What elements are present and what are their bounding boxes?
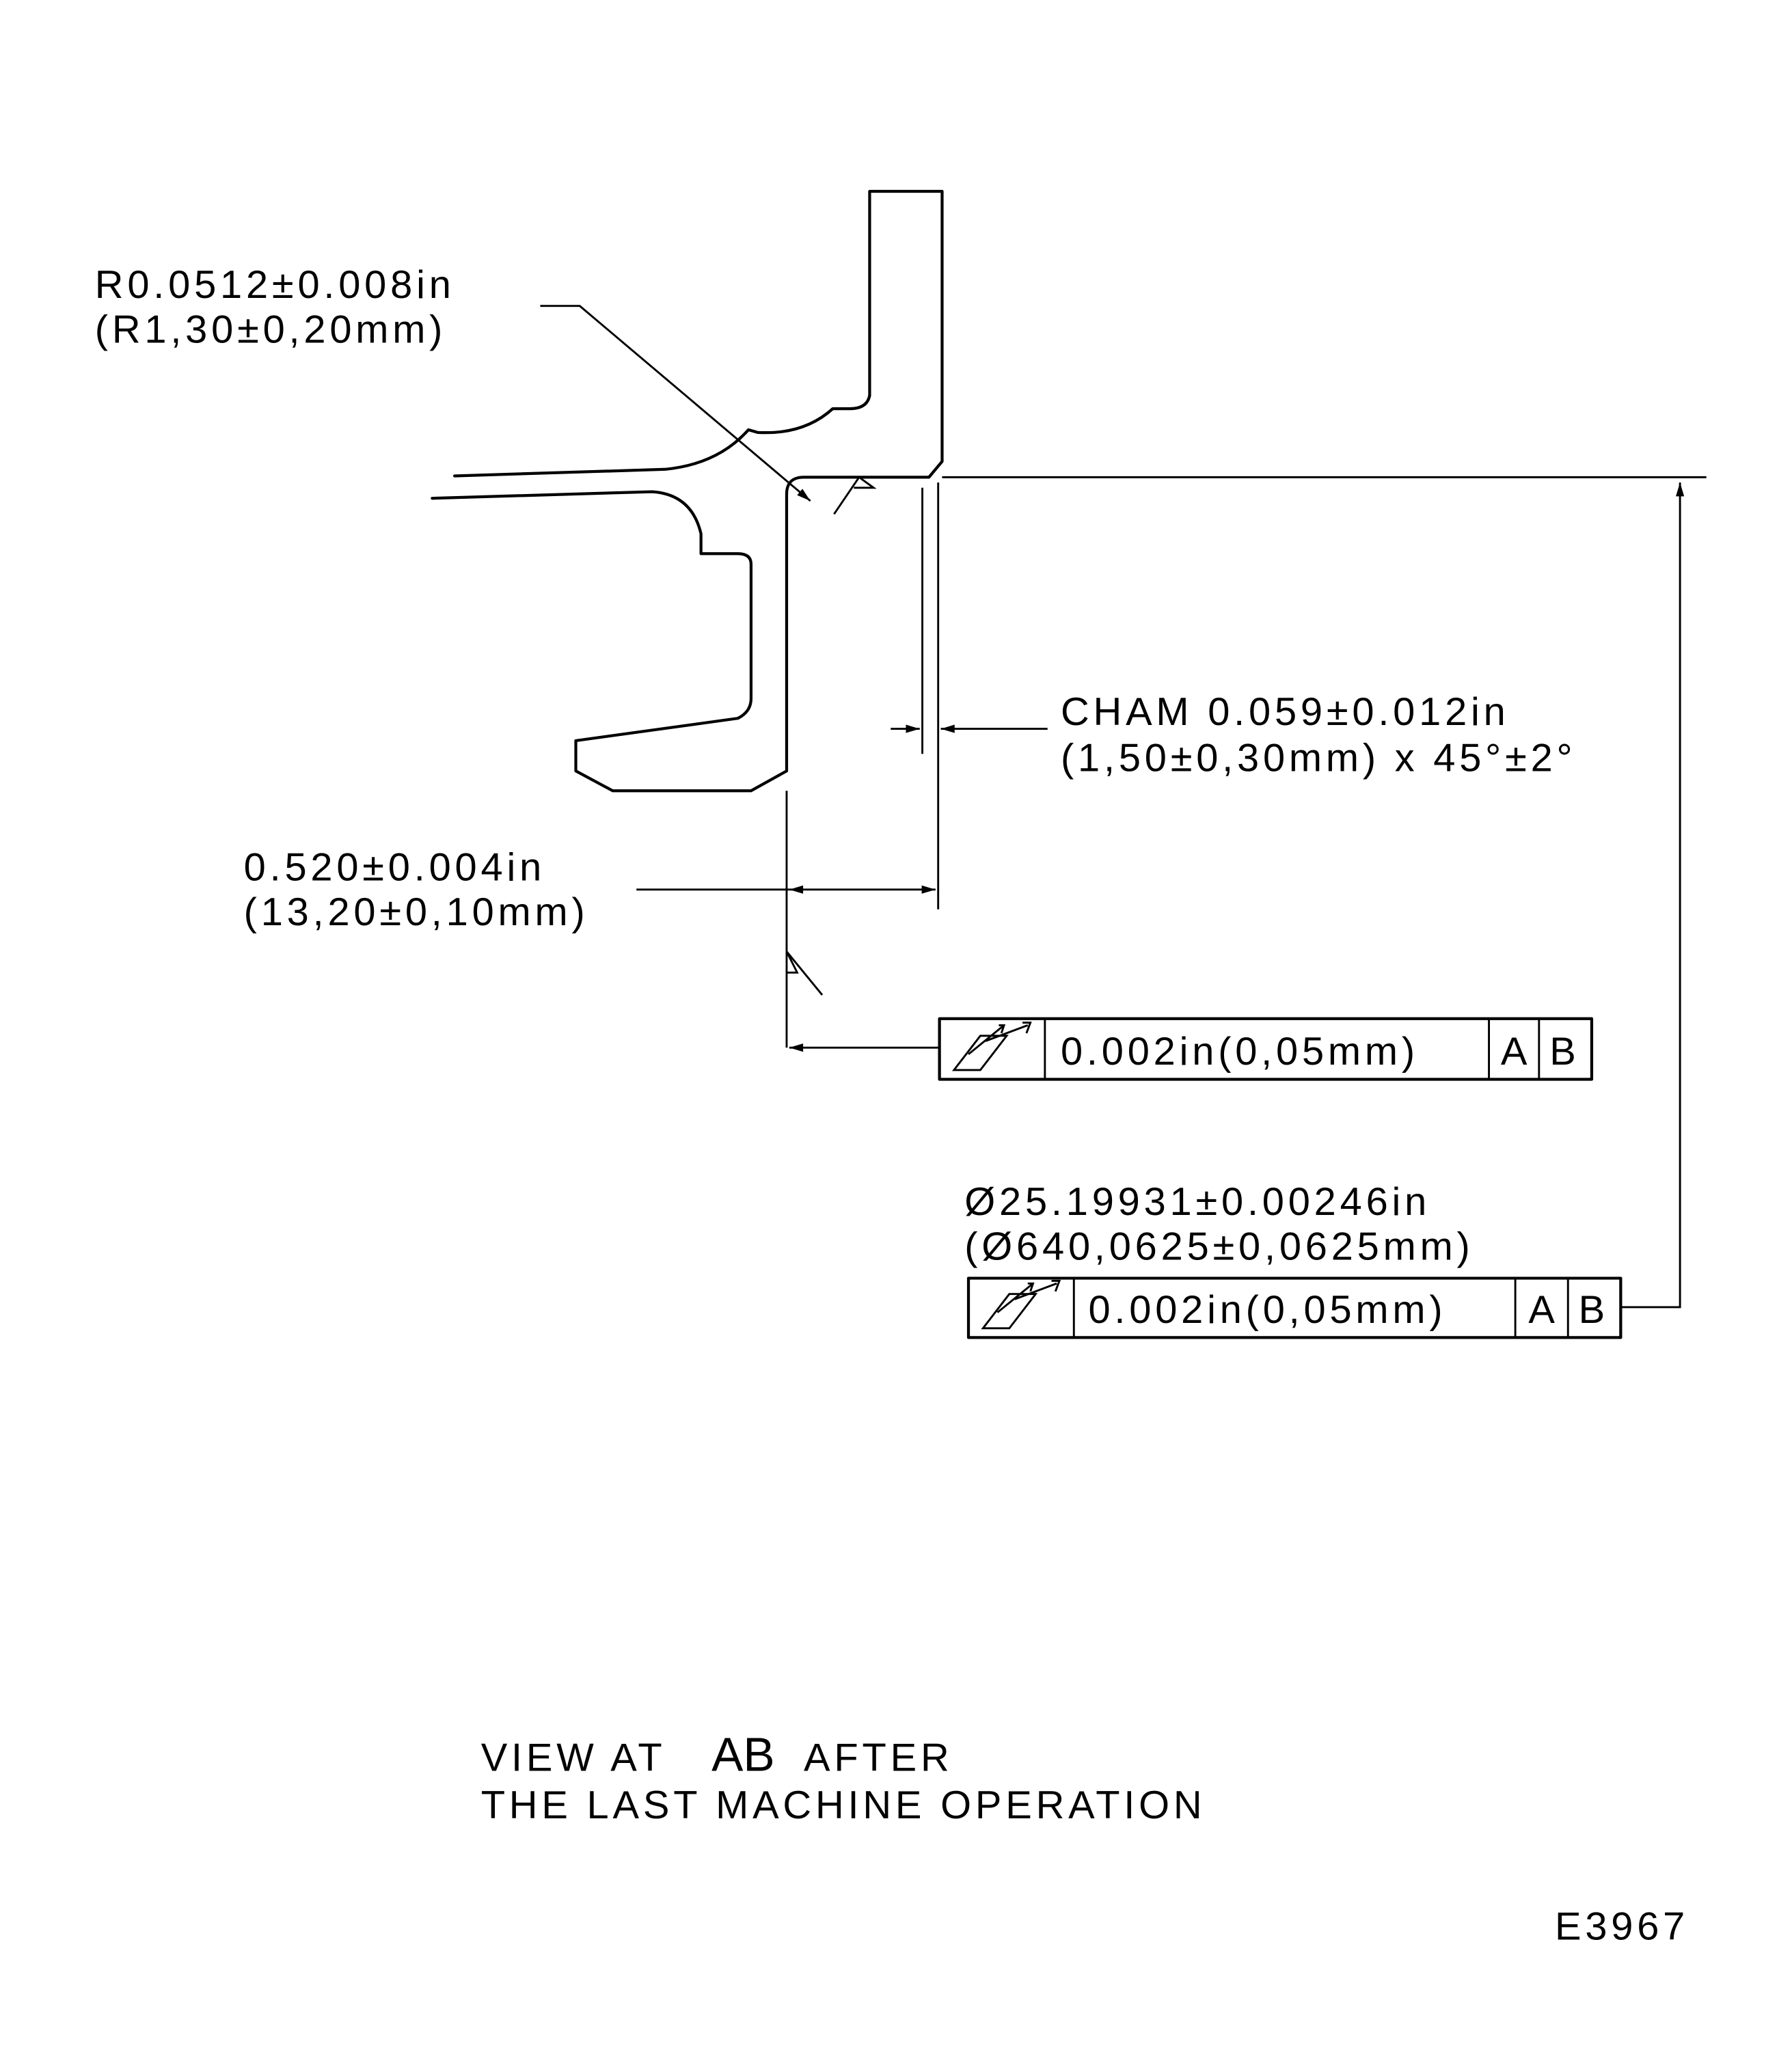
total-runout-icon	[951, 1022, 1032, 1071]
caption-view-ref: AB	[711, 1728, 775, 1781]
surface-marker-top	[833, 476, 877, 515]
fcf-face-datum-a: A	[1501, 1030, 1531, 1073]
fcf-diameter-datum-b: B	[1579, 1288, 1609, 1332]
fcf-diameter-datum-a: A	[1528, 1288, 1558, 1332]
feature-control-frame-diameter: 0.002in(0,05mm) A B	[966, 1276, 1623, 1339]
radius-note-line2: (R1,30±0,20mm)	[95, 308, 446, 352]
caption-line1-prefix: VIEW AT	[481, 1736, 666, 1780]
surface-marker-side	[785, 951, 824, 996]
radius-note-line1: R0.0512±0.008in	[95, 263, 455, 307]
chamfer-note-line1: CHAM 0.059±0.012in	[1061, 690, 1510, 734]
diameter-note-line1: Ø25.19931±0.00246in	[964, 1180, 1430, 1224]
caption-line2: THE LAST MACHINE OPERATION	[481, 1783, 1206, 1827]
feature-control-frame-face: 0.002in(0,05mm) A B	[938, 1017, 1594, 1081]
chamfer-note-line2: (1,50±0,30mm) x 45°±2°	[1061, 736, 1576, 780]
diameter-note-line2: (Ø640,0625±0,0625mm)	[964, 1225, 1474, 1269]
extension-lines	[785, 476, 1707, 1048]
figure-id: E3967	[1555, 1904, 1689, 1948]
width-note-line1: 0.520±0.004in	[244, 845, 545, 889]
width-note-line2: (13,20±0,10mm)	[244, 890, 589, 934]
part-profile	[431, 189, 944, 793]
caption-line1-suffix: AFTER	[804, 1736, 953, 1780]
radius-leader	[540, 305, 811, 502]
total-runout-icon	[981, 1279, 1061, 1330]
fcf-diameter-leader	[1620, 482, 1685, 1309]
fcf-face-tolerance: 0.002in(0,05mm)	[1061, 1030, 1419, 1073]
fcf-face-datum-b: B	[1549, 1030, 1579, 1073]
fcf-diameter-tolerance: 0.002in(0,05mm)	[1088, 1288, 1446, 1332]
